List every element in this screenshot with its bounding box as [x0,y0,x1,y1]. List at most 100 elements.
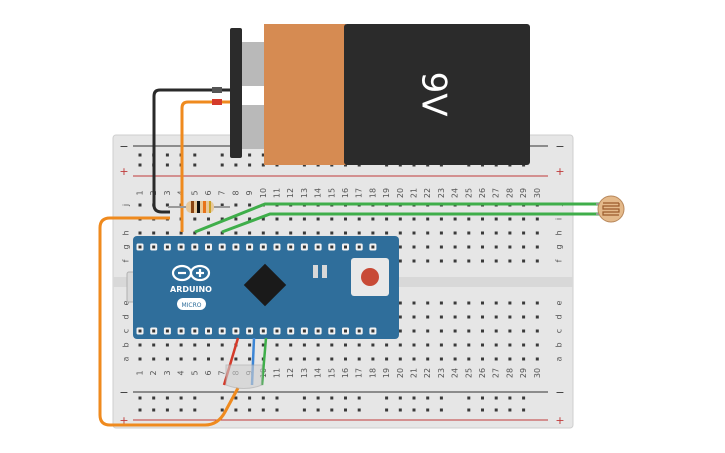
breadboard-hole[interactable] [439,217,443,221]
breadboard-hole[interactable] [412,329,416,333]
breadboard-hole[interactable] [535,259,539,263]
breadboard-hole[interactable] [522,357,526,361]
breadboard-hole[interactable] [481,396,484,400]
breadboard-hole[interactable] [522,396,526,400]
breadboard-hole[interactable] [522,301,526,305]
breadboard-hole[interactable] [481,217,484,221]
breadboard-hole[interactable] [138,408,142,412]
breadboard-hole[interactable] [289,343,293,347]
breadboard-hole[interactable] [481,357,484,361]
breadboard-hole[interactable] [508,315,512,319]
breadboard-hole[interactable] [453,343,457,347]
breadboard-hole[interactable] [152,343,156,347]
breadboard-hole[interactable] [494,315,498,319]
breadboard-hole[interactable] [330,357,334,361]
breadboard-hole[interactable] [412,408,416,412]
breadboard-hole[interactable] [330,217,334,221]
breadboard-hole[interactable] [426,396,430,400]
breadboard-hole[interactable] [412,217,416,221]
breadboard-hole[interactable] [152,408,156,412]
breadboard-hole[interactable] [371,357,375,361]
breadboard-hole[interactable] [248,343,252,347]
breadboard-hole[interactable] [330,231,334,235]
breadboard-hole[interactable] [439,329,443,333]
breadboard-hole[interactable] [439,231,443,235]
breadboard-hole[interactable] [371,343,375,347]
breadboard-hole[interactable] [494,259,498,263]
breadboard-hole[interactable] [439,315,443,319]
breadboard-hole[interactable] [426,343,430,347]
breadboard-hole[interactable] [275,396,279,400]
breadboard-hole[interactable] [179,231,183,235]
breadboard-hole[interactable] [467,357,471,361]
breadboard-hole[interactable] [467,301,471,305]
breadboard-hole[interactable] [426,217,430,221]
breadboard-hole[interactable] [357,343,361,347]
breadboard-hole[interactable] [357,217,361,221]
breadboard-hole[interactable] [138,203,142,207]
breadboard-hole[interactable] [385,343,389,347]
breadboard-hole[interactable] [316,217,320,221]
breadboard-hole[interactable] [494,357,498,361]
breadboard-hole[interactable] [248,153,252,157]
breadboard-hole[interactable] [535,315,539,319]
breadboard-hole[interactable] [481,231,484,235]
breadboard-hole[interactable] [385,396,389,400]
breadboard-hole[interactable] [398,329,402,333]
breadboard-hole[interactable] [275,343,279,347]
breadboard-hole[interactable] [412,343,416,347]
breadboard-hole[interactable] [398,217,402,221]
breadboard-hole[interactable] [289,217,293,221]
breadboard-hole[interactable] [248,217,252,221]
breadboard-hole[interactable] [467,408,471,412]
breadboard-hole[interactable] [152,231,156,235]
breadboard-hole[interactable] [508,343,512,347]
breadboard-hole[interactable] [193,231,197,235]
breadboard-hole[interactable] [330,396,334,400]
breadboard-hole[interactable] [152,357,156,361]
breadboard-hole[interactable] [275,231,279,235]
breadboard-hole[interactable] [302,231,306,235]
breadboard-hole[interactable] [165,357,169,361]
breadboard-hole[interactable] [535,301,539,305]
breadboard-hole[interactable] [453,357,457,361]
breadboard-hole[interactable] [522,343,526,347]
breadboard-hole[interactable] [522,259,526,263]
breadboard-hole[interactable] [316,357,320,361]
breadboard-hole[interactable] [467,329,471,333]
breadboard-hole[interactable] [535,217,539,221]
breadboard-hole[interactable] [508,231,512,235]
breadboard-hole[interactable] [179,396,183,400]
breadboard-hole[interactable] [220,357,224,361]
breadboard-hole[interactable] [467,259,471,263]
breadboard-hole[interactable] [481,315,484,319]
breadboard-hole[interactable] [494,231,498,235]
breadboard-hole[interactable] [481,408,484,412]
breadboard-hole[interactable] [344,343,347,347]
breadboard-hole[interactable] [330,408,334,412]
breadboard-hole[interactable] [398,315,402,319]
breadboard-hole[interactable] [316,396,320,400]
9v-battery[interactable]: 9V [230,24,530,165]
breadboard-hole[interactable] [193,357,197,361]
breadboard-hole[interactable] [439,259,443,263]
breadboard-hole[interactable] [481,259,484,263]
breadboard-hole[interactable] [508,357,512,361]
breadboard-hole[interactable] [522,231,526,235]
breadboard-hole[interactable] [344,217,347,221]
breadboard-hole[interactable] [220,396,224,400]
breadboard-hole[interactable] [138,396,142,400]
breadboard-hole[interactable] [275,357,279,361]
breadboard-hole[interactable] [481,343,484,347]
breadboard-hole[interactable] [165,231,169,235]
breadboard-hole[interactable] [494,343,498,347]
breadboard-hole[interactable] [152,396,156,400]
breadboard-hole[interactable] [220,231,224,235]
breadboard-hole[interactable] [426,245,430,249]
breadboard-hole[interactable] [467,245,471,249]
breadboard-hole[interactable] [234,396,238,400]
breadboard-hole[interactable] [467,315,471,319]
breadboard-hole[interactable] [138,163,142,167]
breadboard-hole[interactable] [398,357,402,361]
breadboard-hole[interactable] [207,231,210,235]
